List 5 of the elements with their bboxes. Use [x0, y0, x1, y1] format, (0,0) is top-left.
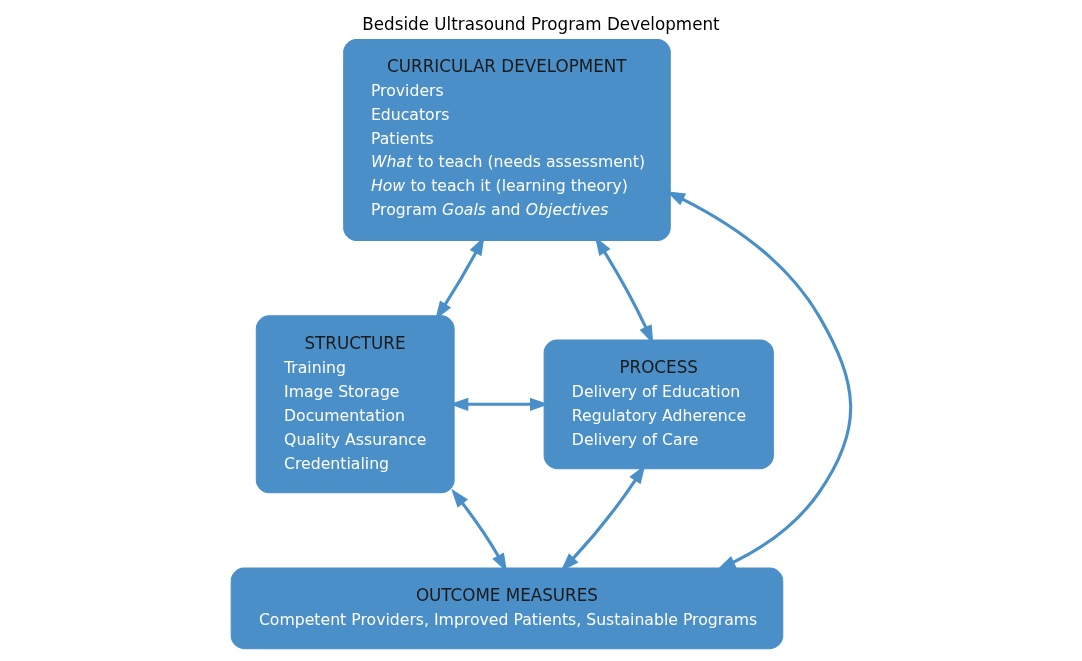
node-box: PROCESS Delivery of Education Regulatory Adherence Delivery of Care — [543, 339, 774, 470]
node-box: OUTCOME MEASURES Competent Providers, Improved Patients, Sustainable Programs — [230, 567, 784, 650]
diagram-title: Bedside Ultrasound Program Development — [362, 13, 720, 34]
node-box: CURRICULAR DEVELOPMENT Providers Educators Patients What to teach (needs assessment) How to teach it (learning theory) Program Goals and Objectives — [343, 39, 671, 241]
node-box: STRUCTURE Training Image Storage Documentation Quality Assurance Credentialing — [255, 315, 455, 494]
